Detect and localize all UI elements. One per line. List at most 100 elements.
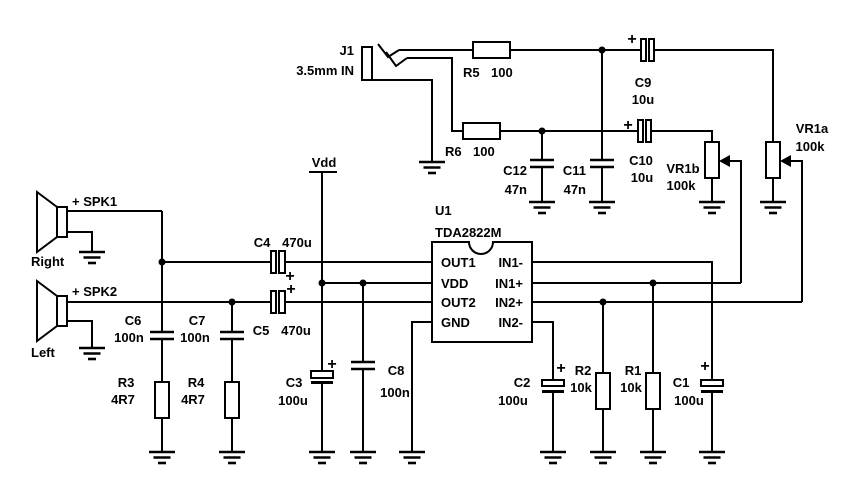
- label-c1-ref: C1: [673, 375, 690, 390]
- c1-plus-icon: +: [700, 358, 709, 375]
- label-u1-part: TDA2822M: [435, 225, 501, 240]
- speaker-cone-icon: [36, 190, 58, 254]
- label-spk2-channel: Left: [31, 345, 56, 360]
- ic-pin-in1p: IN1+: [495, 276, 523, 291]
- net-in2-plus: [532, 301, 802, 452]
- label-spk1-channel: Right: [31, 254, 65, 269]
- label-r4-ref: R4: [188, 375, 205, 390]
- junction-dot: [228, 298, 236, 306]
- label-u1-ref: U1: [435, 203, 452, 218]
- net-spk2-gnd: [67, 320, 93, 348]
- label-r3-val: 4R7: [111, 392, 135, 407]
- net-spk1-gnd: [67, 231, 93, 252]
- label-vr1a-ref: VR1a: [796, 121, 829, 136]
- capacitor-c10: [637, 119, 652, 143]
- ic-pin-gnd: GND: [441, 315, 470, 330]
- net-out1: [67, 210, 432, 452]
- label-r5-val: 100: [491, 65, 513, 80]
- label-c10-ref: C10: [629, 153, 653, 168]
- label-r2-ref: R2: [575, 363, 592, 378]
- ic-pin-in2p: IN2+: [495, 295, 523, 310]
- capacitor-c12: [530, 158, 554, 169]
- label-c6-val: 100n: [114, 330, 144, 345]
- label-c6-ref: C6: [125, 313, 142, 328]
- ground-icon: [588, 450, 618, 465]
- junction-dot: [318, 279, 326, 287]
- c10-plus-icon: +: [623, 117, 632, 134]
- potentiometer-vr1b: [704, 141, 742, 283]
- net-jack-sleeve: [362, 79, 433, 162]
- label-c4-ref: C4: [254, 235, 271, 250]
- capacitor-c7: [220, 330, 244, 341]
- label-c9-val: 10u: [632, 92, 654, 107]
- junction-dot: [158, 258, 166, 266]
- ic-pin-in2m: IN2-: [498, 315, 523, 330]
- label-c7-ref: C7: [189, 313, 206, 328]
- resistor-r2: [595, 372, 611, 410]
- ground-icon: [217, 450, 247, 465]
- junction-dot: [538, 127, 546, 135]
- c3-plus-icon: +: [327, 356, 336, 373]
- ground-icon: [758, 200, 788, 215]
- label-c3-val: 100u: [278, 393, 308, 408]
- ic-body: [431, 241, 533, 343]
- label-r5-ref: R5: [463, 65, 480, 80]
- ground-icon: [307, 450, 337, 465]
- label-c8-val: 100n: [380, 385, 410, 400]
- label-c9-ref: C9: [635, 75, 652, 90]
- junction-dot: [598, 46, 606, 54]
- label-c12-ref: C12: [503, 163, 527, 178]
- potentiometer-vr1a: [765, 141, 803, 302]
- label-c4-val: 470u: [282, 235, 312, 250]
- c5-plus-icon: +: [286, 281, 295, 298]
- resistor-r5: [472, 41, 511, 59]
- resistor-r3: [154, 381, 170, 419]
- label-r2-val: 10k: [570, 380, 592, 395]
- speaker-driver: [56, 295, 68, 327]
- label-vdd-rail: Vdd: [312, 155, 337, 170]
- label-r6-val: 100: [473, 144, 495, 159]
- jack-plug-body: [361, 46, 373, 81]
- capacitor-c6: [150, 330, 174, 341]
- wires: [67, 49, 802, 452]
- resistor-r1: [645, 372, 661, 410]
- label-r1-val: 10k: [620, 380, 642, 395]
- label-r1-ref: R1: [625, 363, 642, 378]
- ground-icon: [348, 450, 378, 465]
- ground-icon: [697, 200, 727, 215]
- label-r6-ref: R6: [445, 144, 462, 159]
- resistor-r6: [462, 122, 501, 140]
- capacitor-c11: [590, 158, 614, 169]
- ground-icon: [397, 450, 427, 465]
- jack-ring-contact: [385, 51, 408, 68]
- speaker-cone-icon: [36, 279, 58, 343]
- label-c12-val: 47n: [505, 182, 527, 197]
- label-vr1b-val: 100k: [667, 178, 697, 193]
- ic-pin-out2: OUT2: [441, 295, 476, 310]
- junction-dot: [359, 279, 367, 287]
- c2-plus-icon: +: [556, 360, 565, 377]
- label-c8-ref: C8: [388, 363, 405, 378]
- label-c10-val: 10u: [631, 170, 653, 185]
- c9-plus-icon: +: [627, 31, 636, 48]
- ground-icon: [417, 160, 447, 175]
- ic-u1: [431, 241, 533, 343]
- label-c2-val: 100u: [498, 393, 528, 408]
- label-c3-ref: C3: [286, 375, 303, 390]
- connector-j1: [361, 43, 408, 81]
- net-input-tip: [399, 49, 774, 160]
- label-c5-ref: C5: [253, 323, 270, 338]
- junction-dots: [158, 46, 657, 306]
- ground-icon: [147, 450, 177, 465]
- c4-plus-icon: +: [285, 268, 294, 285]
- label-j1-type: 3.5mm IN: [296, 63, 354, 78]
- label-vr1a-val: 100k: [796, 139, 826, 154]
- junction-dot: [649, 279, 657, 287]
- ground-icon: [587, 200, 617, 215]
- ground-icon: [697, 450, 727, 465]
- capacitor-c1: [700, 379, 724, 393]
- speaker-driver: [56, 206, 68, 238]
- capacitor-c3: [310, 370, 334, 384]
- ground-icon: [527, 200, 557, 215]
